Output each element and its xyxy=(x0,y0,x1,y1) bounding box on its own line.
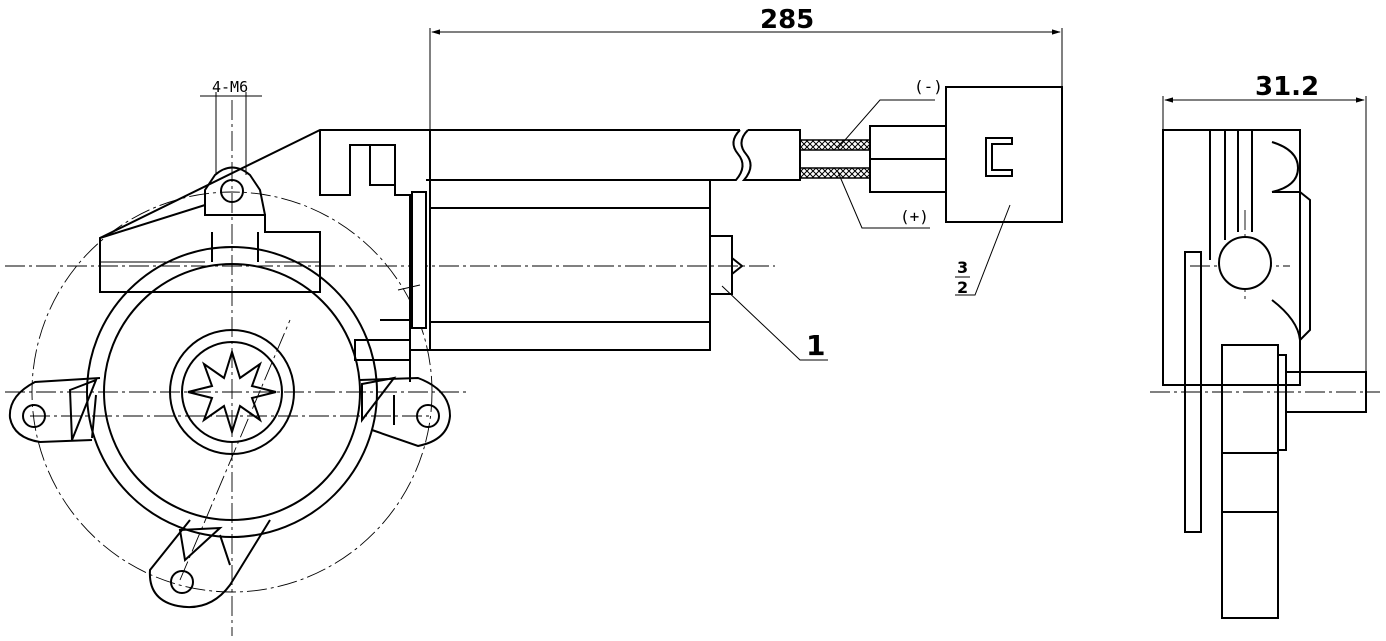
hub-outer xyxy=(169,329,295,455)
bolt-circle xyxy=(31,191,433,593)
negative-wire-label: (-) xyxy=(914,77,943,96)
bolt-callout-label: 4-M6 xyxy=(212,78,248,96)
width-dimension-label: 31.2 xyxy=(1255,72,1319,102)
side-cap-edge xyxy=(1272,191,1311,341)
connector-body xyxy=(945,86,1063,223)
neck-lower-step xyxy=(354,319,411,361)
gear-rib xyxy=(211,232,259,262)
side-hub xyxy=(1221,344,1279,454)
bottom-mount-ear xyxy=(148,519,271,608)
motor-break-left xyxy=(710,129,744,181)
side-cap-top xyxy=(1271,141,1300,193)
bottom-mount-hole xyxy=(170,570,194,594)
motor-break-right xyxy=(740,129,801,181)
motor-can-band xyxy=(430,207,710,323)
left-ear-rib xyxy=(68,378,98,441)
neck-step xyxy=(369,145,395,186)
bottom-ear-rib xyxy=(178,526,231,566)
length-dimension-label: 285 xyxy=(760,5,814,35)
wire-positive xyxy=(799,167,871,179)
item-3-label: 3 xyxy=(957,258,968,277)
side-lower-curve xyxy=(1271,299,1301,341)
motor-flange xyxy=(411,191,427,329)
right-mount-ear xyxy=(359,376,452,448)
gear-housing-outer xyxy=(86,246,378,538)
gear-housing-inner xyxy=(103,263,361,521)
motor-shaft-end xyxy=(709,235,733,295)
side-housing xyxy=(1162,129,1301,386)
side-view: 31.2 xyxy=(1150,72,1380,619)
side-lower-link xyxy=(1221,453,1279,512)
leader-item-1 xyxy=(721,285,828,361)
motor-shaft-tip xyxy=(731,257,744,275)
item-2-label: 2 xyxy=(957,278,968,297)
connector-key xyxy=(985,137,1013,177)
front-view: 4-M6 285 (-) (+) 1 3 2 xyxy=(5,5,1063,636)
leader-negative xyxy=(837,99,935,149)
leader-flange xyxy=(397,284,421,291)
left-mount-ear xyxy=(8,377,101,444)
spline-star xyxy=(187,348,277,436)
diag-axis-line xyxy=(179,319,291,581)
item-1-label: 1 xyxy=(806,329,825,362)
side-shaft-circle xyxy=(1218,236,1272,290)
side-housing-inner xyxy=(1209,130,1253,260)
side-hub-lip xyxy=(1277,354,1287,451)
leader-connector xyxy=(955,204,1011,296)
side-mount-plate xyxy=(1184,251,1202,533)
gearbox-neck xyxy=(319,130,411,382)
motor-can-outline xyxy=(410,129,740,351)
bolt-dim-extension xyxy=(215,92,247,175)
leader-positive xyxy=(837,171,930,229)
top-mount-ear xyxy=(204,166,266,216)
hub-inner xyxy=(181,341,283,443)
side-output-shaft xyxy=(1285,371,1367,413)
right-ear-rib xyxy=(361,376,397,425)
left-mount-hole xyxy=(22,404,46,428)
wire-negative xyxy=(799,139,871,151)
side-lower-ear xyxy=(1221,511,1279,619)
top-mount-hole xyxy=(220,179,244,203)
positive-wire-label: (+) xyxy=(900,207,929,226)
right-mount-hole xyxy=(416,404,440,428)
